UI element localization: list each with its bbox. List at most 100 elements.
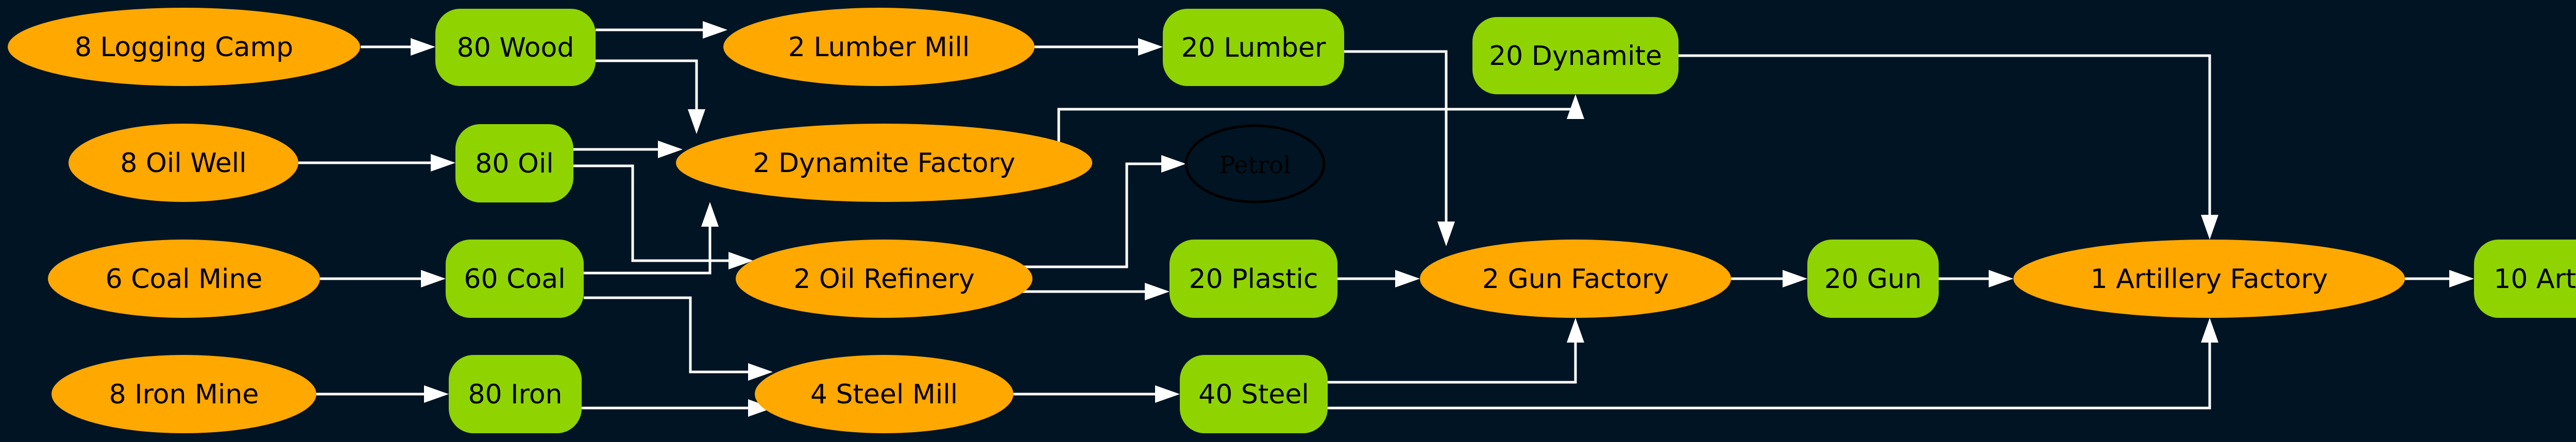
arrowhead-icon — [701, 202, 719, 227]
node-label: 8 Oil Well — [120, 148, 246, 179]
node-label: 2 Gun Factory — [1482, 264, 1669, 295]
arrowhead-icon — [1395, 270, 1420, 287]
edges-layer — [298, 21, 2474, 417]
edge-iron-to-steel-mill — [582, 399, 773, 417]
node-wood[interactable]: 80 Wood — [435, 9, 596, 86]
edge-coal-to-dynamite-factory — [584, 202, 719, 275]
resource-box — [1472, 17, 1679, 94]
arrowhead-icon — [1989, 270, 2013, 287]
node-petrol[interactable]: Petrol — [1184, 124, 1326, 203]
node-label: 6 Coal Mine — [106, 264, 263, 295]
edge-steel-to-artillery-factory — [1328, 318, 2218, 410]
building-ellipse — [723, 8, 1035, 86]
arrowhead-icon — [1783, 270, 1807, 287]
node-label: 8 Iron Mine — [109, 379, 259, 410]
node-label: 20 Dynamite — [1489, 41, 1662, 72]
building-ellipse — [1420, 240, 1731, 318]
node-label: 80 Wood — [457, 32, 574, 63]
node-label: 2 Oil Refinery — [793, 264, 975, 295]
resource-box — [1180, 355, 1328, 433]
edge-steel-to-gun-factory — [1328, 318, 1584, 384]
node-coal[interactable]: 60 Coal — [446, 240, 584, 318]
node-label: 20 Plastic — [1189, 264, 1318, 295]
edge-coal-to-steel-mill — [584, 296, 773, 381]
node-label: 80 Oil — [475, 148, 554, 179]
arrowhead-icon — [658, 141, 683, 158]
node-plastic[interactable]: 20 Plastic — [1170, 240, 1337, 318]
edge-oil-to-dynamite-factory — [573, 141, 683, 158]
arrowhead-icon — [2201, 215, 2218, 240]
edge-steel-mill-to-steel — [1013, 385, 1180, 403]
edge-line — [1328, 343, 2211, 410]
resource-box — [1163, 9, 1344, 86]
node-lumber-mill[interactable]: 2 Lumber Mill — [723, 8, 1035, 86]
building-ellipse — [2013, 240, 2405, 318]
node-logging-camp[interactable]: 8 Logging Camp — [8, 8, 360, 86]
arrowhead-icon — [748, 363, 773, 381]
arrowhead-icon — [1567, 94, 1584, 119]
node-lumber[interactable]: 20 Lumber — [1163, 9, 1344, 86]
node-gun[interactable]: 20 Gun — [1807, 240, 1939, 318]
edge-lumber-to-gun-factory — [1344, 50, 1455, 246]
edge-oil-to-oil-refinery — [573, 164, 753, 269]
node-artillery-factory[interactable]: 1 Artillery Factory — [2013, 240, 2405, 318]
edge-coal-mine-to-coal — [320, 270, 446, 287]
arrowhead-icon — [2449, 270, 2474, 287]
node-label: 4 Steel Mill — [810, 379, 958, 410]
node-label: 20 Lumber — [1181, 32, 1326, 63]
node-iron[interactable]: 80 Iron — [449, 355, 582, 433]
edge-lumber-mill-to-lumber — [1035, 38, 1163, 56]
edge-line — [1679, 54, 2211, 215]
node-label: 1 Artillery Factory — [2091, 264, 2328, 295]
node-oil-refinery[interactable]: 2 Oil Refinery — [736, 240, 1032, 318]
node-label: 40 Steel — [1198, 379, 1309, 410]
resource-box — [1807, 240, 1939, 318]
edge-artillery-factory-to-artillery — [2405, 270, 2474, 287]
node-label: 8 Logging Camp — [75, 32, 293, 63]
building-ellipse — [736, 240, 1032, 318]
resource-box — [435, 9, 596, 86]
resource-box — [446, 240, 584, 318]
node-label: 2 Lumber Mill — [788, 32, 970, 63]
arrowhead-icon — [411, 38, 435, 56]
edge-oil-refinery-to-petrol — [1022, 155, 1186, 268]
edge-oil-well-to-oil — [298, 154, 455, 172]
node-iron-mine[interactable]: 8 Iron Mine — [52, 355, 316, 433]
arrowhead-icon — [1145, 283, 1170, 300]
edge-line — [1022, 162, 1161, 268]
arrowhead-icon — [688, 109, 705, 134]
edge-line — [1328, 343, 1577, 384]
node-steel-mill[interactable]: 4 Steel Mill — [755, 355, 1013, 433]
arrowhead-icon — [1567, 318, 1584, 343]
node-gun-factory[interactable]: 2 Gun Factory — [1420, 240, 1731, 318]
node-oil-well[interactable]: 8 Oil Well — [69, 124, 298, 202]
edge-gun-to-artillery-factory — [1939, 270, 2013, 287]
building-ellipse — [8, 8, 360, 86]
edge-wood-to-lumber-mill — [596, 21, 727, 39]
arrowhead-icon — [421, 270, 446, 287]
edge-wood-to-dynamite-factory — [596, 59, 705, 134]
node-dynamite-factory[interactable]: 2 Dynamite Factory — [676, 124, 1092, 202]
node-dynamite[interactable]: 20 Dynamite — [1472, 17, 1679, 94]
node-label: 80 Iron — [468, 379, 562, 410]
node-label: 10 Artillery — [2494, 264, 2576, 295]
node-steel[interactable]: 40 Steel — [1180, 355, 1328, 433]
arrowhead-icon — [1161, 155, 1186, 173]
arrowhead-icon — [1155, 385, 1180, 403]
nodes-layer: 8 Logging Camp 80 Wood 2 Lumber Mill 20 Lum… — [8, 8, 2576, 433]
node-label: 60 Coal — [464, 264, 565, 295]
edge-plastic-to-gun-factory — [1337, 270, 1420, 287]
node-oil[interactable]: 80 Oil — [455, 124, 573, 202]
edge-line — [573, 164, 728, 262]
node-label: 2 Dynamite Factory — [753, 148, 1015, 179]
unlinked-resource-ellipse — [1184, 124, 1326, 203]
arrowhead-icon — [2201, 318, 2218, 343]
arrowhead-icon — [424, 385, 449, 403]
node-coal-mine[interactable]: 6 Coal Mine — [48, 240, 320, 318]
edge-line — [596, 59, 698, 109]
resource-box — [2474, 240, 2576, 318]
building-ellipse — [69, 124, 298, 202]
node-artillery[interactable]: 10 Artillery — [2474, 240, 2576, 318]
node-label: 20 Gun — [1824, 264, 1922, 295]
